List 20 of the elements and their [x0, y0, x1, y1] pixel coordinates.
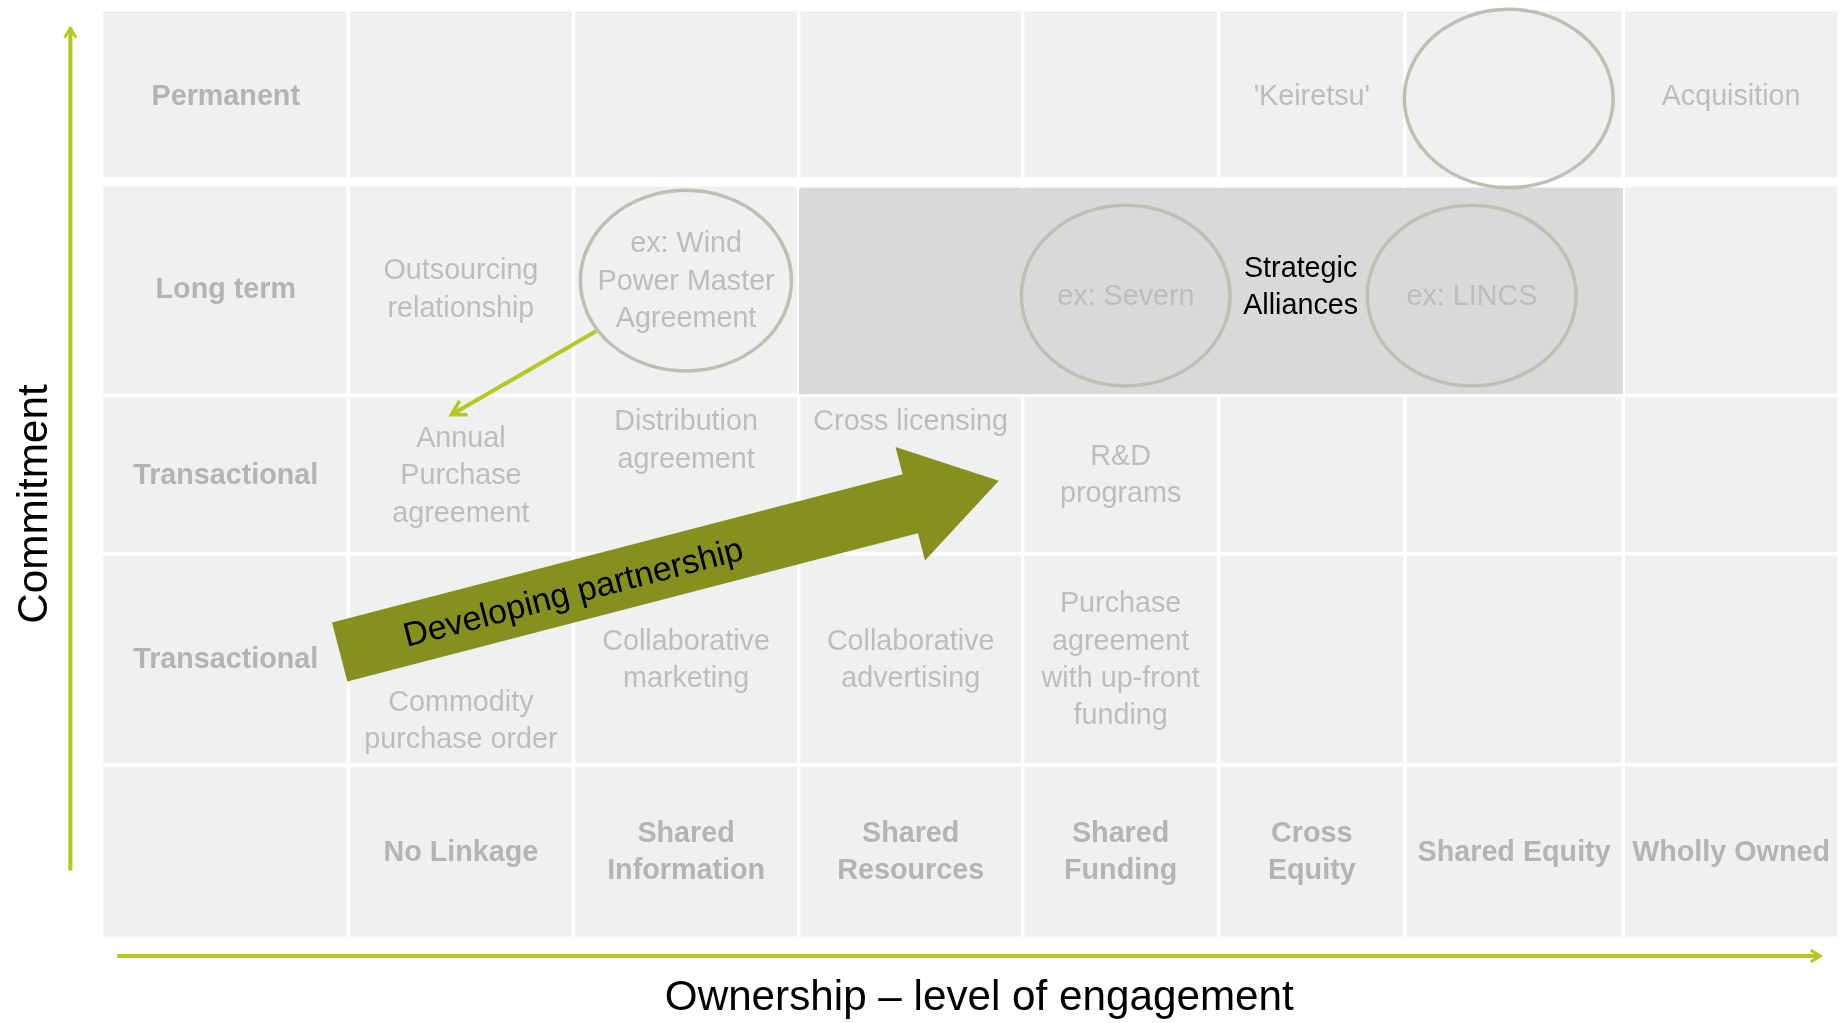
highlight-circle	[1401, 7, 1615, 190]
band-label: Strategic Alliances	[1242, 249, 1360, 322]
column-header: No Linkage	[383, 833, 539, 869]
axis-title: Commitment	[8, 384, 57, 624]
axis-title: Ownership – level of engagement	[664, 971, 1294, 1020]
highlight-circle	[1365, 202, 1579, 389]
column-header: Shared Equity	[1417, 833, 1611, 869]
column-header: Cross Equity	[1266, 815, 1357, 888]
column-header: Wholly Owned	[1632, 833, 1830, 869]
column-header: Shared Resources	[836, 815, 986, 888]
row-header: Long term	[155, 270, 296, 306]
row-header: Permanent	[151, 77, 300, 113]
column-header: Shared Information	[606, 815, 767, 888]
highlight-circle	[578, 187, 794, 373]
row-header: Transactional	[133, 641, 319, 677]
column-header: Shared Funding	[1063, 815, 1179, 888]
highlight-band	[798, 187, 1624, 395]
row-header: Transactional	[133, 456, 319, 492]
highlight-circle	[1019, 202, 1233, 389]
arrow	[449, 329, 597, 417]
